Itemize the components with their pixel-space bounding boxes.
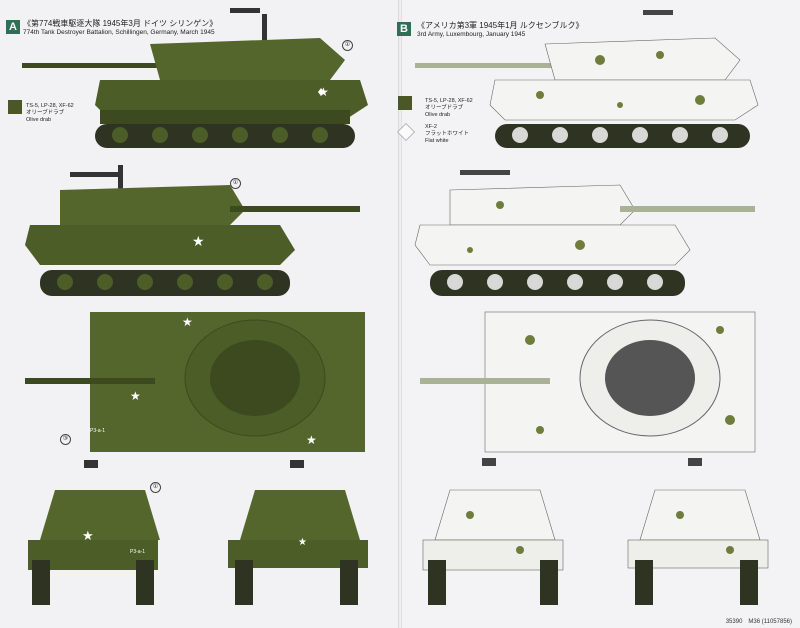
scheme-a-title-en: 774th Tank Destroyer Battalion, Schillin… [23,29,215,36]
scheme-a-title-jp: 《第774戦車駆逐大隊 1945年3月 ドイツ シリンゲン》 [23,19,218,28]
scheme-a-legend-olive: TS-5, LP-28, XF-62 オリーブドラブ Olive drab [26,103,74,123]
scheme-b-title-jp: 《アメリカ第3軍 1945年1月 ルクセンブルク》 [417,21,584,30]
scheme-b-title-en: 3rd Army, Luxembourg, January 1945 [417,31,526,38]
svg-text:★: ★ [298,537,307,548]
decal-callout-2: ① [230,178,241,189]
scheme-a-rear-view: ★ [228,460,368,605]
scheme-b-rear-view [627,458,769,605]
page-footer: 35390 M36 (11057856) [725,619,792,625]
decal-callout-3: ③ [60,434,71,445]
olive-drab-swatch-b [398,96,412,110]
scheme-a-side-view-1: ★ [22,8,368,148]
svg-text:★: ★ [192,233,205,249]
scheme-a-top-view: ★ ★ ★ P3-a-1 [25,312,365,452]
scheme-b-legend-olive: TS-5, LP-28, XF-62 オリーブドラブ Olive drab [425,98,473,118]
olive-drab-swatch-a [8,100,22,114]
scheme-b-legend-white: XF-2 フラットホワイト Flat white [425,124,470,144]
scheme-b-side-view-1 [415,10,759,148]
scheme-a-side-view-2: ★ [25,165,360,296]
scheme-b-side-view-2 [414,170,755,296]
svg-text:★: ★ [182,315,193,329]
decal-callout-1: ① [342,40,353,51]
hull-serial-marking-top: P3-a-1 [90,428,105,434]
svg-text:★: ★ [130,389,141,403]
page-gutter [398,0,402,628]
scheme-a-left-side-view: ★ ★ ★ ★ ★ P3-a-1 ★ P3-a-1 ★ [22,8,368,605]
hull-serial-marking-front: P3-a-1 [130,549,145,555]
svg-text:★: ★ [318,85,329,99]
scheme-a-badge: A [6,20,20,34]
scheme-b-front-view [422,458,564,605]
scheme-b-badge: B [397,22,411,36]
decal-callout-4: ① [150,482,161,493]
svg-text:★: ★ [306,433,317,447]
scheme-a-front-view: ★ P3-a-1 [28,460,160,605]
svg-text:★: ★ [82,528,94,543]
scheme-b-top-view [420,311,756,453]
